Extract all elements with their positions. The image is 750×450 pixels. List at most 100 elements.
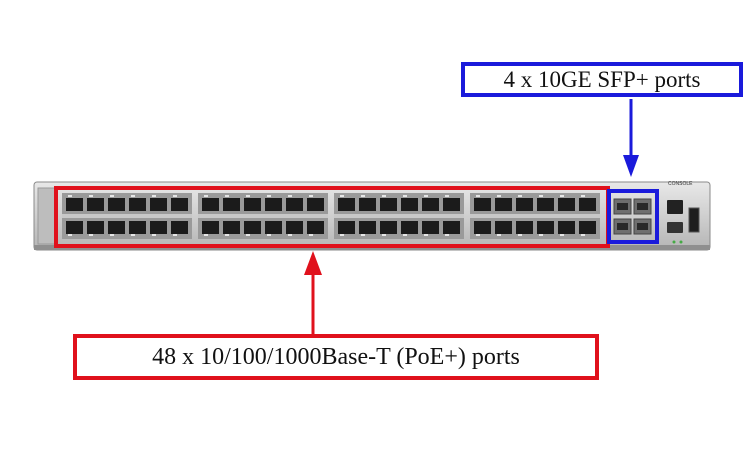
port-led (424, 195, 428, 197)
rj45-port (265, 198, 282, 211)
rj45-port (244, 198, 261, 211)
port-led (246, 195, 250, 197)
poe-ports-callout: 48 x 10/100/1000Base-T (PoE+) ports (73, 334, 599, 380)
rj45-port (150, 221, 167, 234)
rj45-port (338, 198, 355, 211)
port-led (403, 234, 407, 236)
sfp-slot (637, 203, 648, 210)
port-led (497, 234, 501, 236)
rj45-port (443, 221, 460, 234)
rj45-port (265, 221, 282, 234)
port-led (445, 195, 449, 197)
port-led (267, 195, 271, 197)
rj45-port (171, 221, 188, 234)
rj45-port (286, 198, 303, 211)
port-led (340, 234, 344, 236)
rj45-port (108, 221, 125, 234)
port-led (581, 195, 585, 197)
rj45-port (422, 198, 439, 211)
rj45-port (202, 221, 219, 234)
port-led (403, 195, 407, 197)
rj45-port (66, 198, 83, 211)
port-led (110, 234, 114, 236)
port-led (581, 234, 585, 236)
sfp-port-area (613, 198, 652, 235)
rj45-port (286, 221, 303, 234)
rj45-port (359, 221, 376, 234)
port-led (560, 234, 564, 236)
rj45-port (223, 198, 240, 211)
port-led (539, 195, 543, 197)
port-led (361, 195, 365, 197)
port-led (382, 195, 386, 197)
port-led (89, 195, 93, 197)
port-led (518, 195, 522, 197)
rj45-port (380, 221, 397, 234)
rj45-port (401, 221, 418, 234)
port-led (424, 234, 428, 236)
sfp-slot (637, 223, 648, 230)
rj45-port (87, 221, 104, 234)
port-led (152, 234, 156, 236)
port-led (173, 195, 177, 197)
rj45-port (401, 198, 418, 211)
sfp-ports-highlight (607, 189, 659, 244)
rj45-port (338, 221, 355, 234)
port-led (246, 234, 250, 236)
rj45-port (108, 198, 125, 211)
rj45-port (495, 198, 512, 211)
console-port (667, 200, 683, 214)
port-led (340, 195, 344, 197)
rj45-port (202, 198, 219, 211)
port-led (560, 195, 564, 197)
port-led (309, 234, 313, 236)
rj45-port (171, 198, 188, 211)
rj45-port (87, 198, 104, 211)
rj45-port (422, 221, 439, 234)
port-led (131, 234, 135, 236)
rj45-port (359, 198, 376, 211)
port-led (539, 234, 543, 236)
rj45-port (244, 221, 261, 234)
port-led (204, 195, 208, 197)
port-led (497, 195, 501, 197)
rj45-port (66, 221, 83, 234)
port-led (225, 234, 229, 236)
port-led (309, 195, 313, 197)
port-led (68, 234, 72, 236)
rj45-port (537, 221, 554, 234)
status-led (679, 240, 683, 244)
port-led (267, 234, 271, 236)
rj45-port (495, 221, 512, 234)
rj45-port (516, 221, 533, 234)
port-led (110, 195, 114, 197)
port-led (382, 234, 386, 236)
port-led (476, 195, 480, 197)
sfp-arrow (623, 99, 639, 177)
port-group-divider (198, 214, 328, 218)
rj45-port (537, 198, 554, 211)
port-led (445, 234, 449, 236)
console-port-label: CONSOLE (668, 181, 693, 187)
rj45-port (307, 221, 324, 234)
rj45-port-area (62, 193, 600, 239)
rj45-port (223, 221, 240, 234)
rj45-port (474, 198, 491, 211)
rj45-port (307, 198, 324, 211)
rj45-port (558, 221, 575, 234)
port-led (68, 195, 72, 197)
rj45-port (129, 198, 146, 211)
port-led (518, 234, 522, 236)
usb-port (667, 222, 683, 233)
rj45-port (474, 221, 491, 234)
rj45-port (579, 221, 596, 234)
port-led (152, 195, 156, 197)
status-led (672, 240, 676, 244)
port-led (131, 195, 135, 197)
sfp-ports-callout: 4 x 10GE SFP+ ports (461, 62, 743, 97)
rj45-port (516, 198, 533, 211)
rj45-port (380, 198, 397, 211)
port-group-divider (62, 214, 192, 218)
port-led (288, 195, 292, 197)
